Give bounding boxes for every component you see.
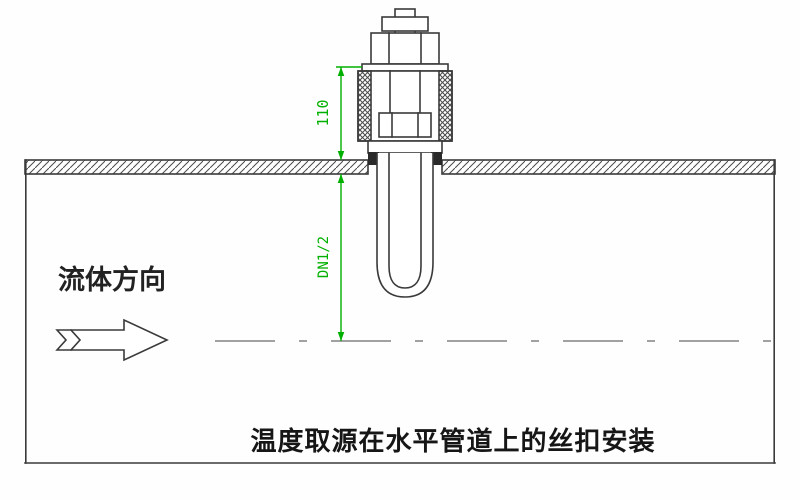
sensor-head-cross [381,8,429,38]
pipe-top-wall-left [24,159,369,175]
dimension-dn12-arrowheads [337,174,345,341]
linework [24,8,776,464]
thermowell-stem-inner [388,152,422,289]
dimension-dn12-label: DN1/2 [316,236,332,278]
thermowell-assembly [357,8,453,298]
dimension-110 [336,66,362,160]
seal-left [368,152,379,165]
fluid-arrow-tail-chevron [69,328,82,352]
dimensioning [336,66,362,341]
fluid-direction-arrow [55,318,169,362]
dimension-110-label: 110 [314,99,332,126]
dimension-dn12 [337,174,345,341]
knurl-right [438,70,453,142]
fluid-direction-label: 流体方向 [58,264,166,296]
sensor-inner-insert [378,70,432,138]
seal-right [431,152,442,165]
knurl-left [357,70,372,142]
caption-title: 温度取源在水平管道上的丝扣安装 [250,426,655,457]
dimension-110-arrowheads [337,67,345,160]
sensor-flange [361,63,449,72]
thermowell-stem-outer [376,152,434,298]
pipe-top-wall-right [441,159,776,175]
wall-seals [368,152,442,165]
fluid-arrow-body [55,318,169,362]
sensor-hex-head [370,32,440,65]
sensor-hex-body [357,70,453,142]
sensor-neck [367,140,443,154]
